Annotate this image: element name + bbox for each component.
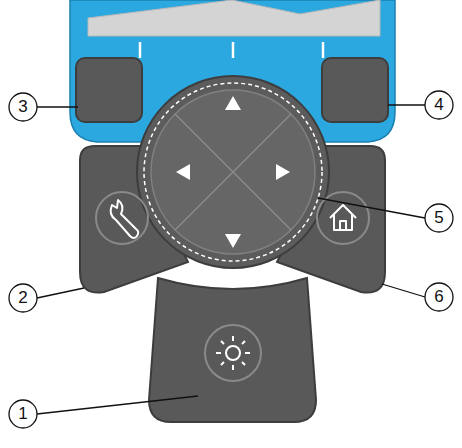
- backlight-icon: [216, 336, 250, 370]
- wrench-icon-ring: [96, 192, 148, 244]
- callout-number: 5: [425, 204, 453, 232]
- backlight-key: [149, 278, 316, 422]
- leader-lines: [37, 105, 425, 414]
- left-softkey: [76, 58, 142, 122]
- navigation-ring-dash: [144, 83, 322, 261]
- callout-number: 4: [425, 91, 453, 119]
- callout-number: 3: [9, 93, 37, 121]
- callout-circles: [9, 91, 453, 428]
- callout-number: 6: [425, 283, 453, 311]
- softkey-ticks: [140, 42, 323, 58]
- wrench-icon: [111, 200, 139, 238]
- callout-number: 2: [9, 284, 37, 312]
- navigation-ring: [137, 76, 329, 268]
- navigation-pad: [151, 90, 315, 254]
- arrow-symbols: [176, 96, 290, 248]
- callout-number: 1: [9, 400, 37, 428]
- home-icon: [330, 205, 356, 230]
- backlight-icon-ring: [205, 325, 261, 381]
- right-softkey: [322, 58, 388, 122]
- display-strip: [88, 0, 380, 36]
- navigation-dividers: [175, 114, 291, 230]
